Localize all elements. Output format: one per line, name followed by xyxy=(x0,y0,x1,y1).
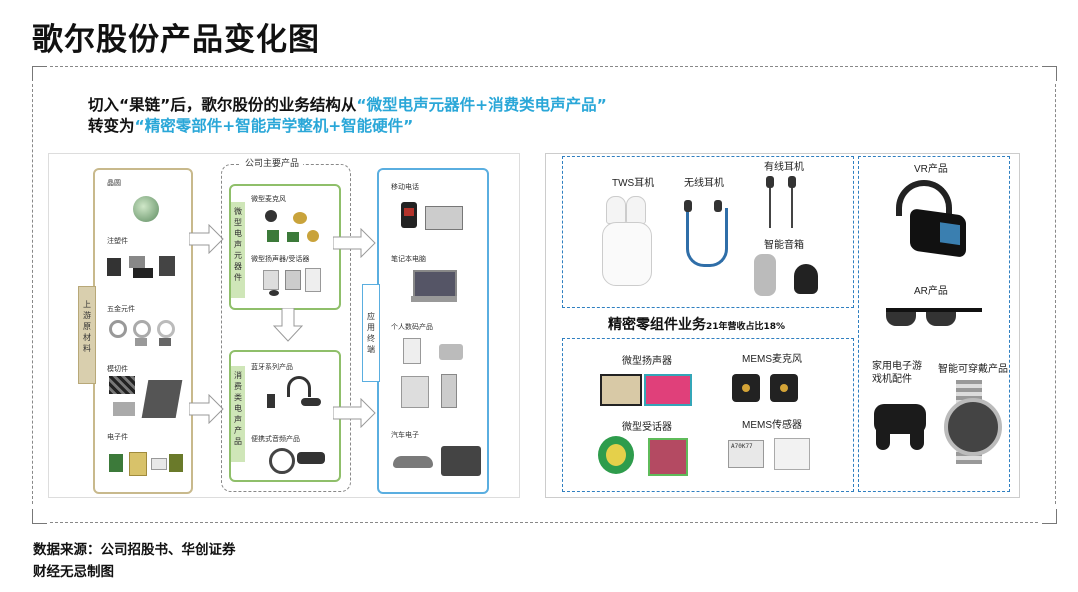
micro-receiver-image xyxy=(598,436,692,476)
components-label-box: 微型电声元器件 xyxy=(231,202,245,298)
side-item-wearables: 智能可穿戴产品 xyxy=(938,364,1008,375)
consumer-item-2: 便携式音频产品 xyxy=(251,435,300,443)
intro-line-1-highlight: “微型电声元器件+消费类电声产品” xyxy=(356,96,607,114)
mems-sensor-chip-text: A70K77 xyxy=(728,440,764,468)
smart-speaker-image xyxy=(752,254,822,298)
bluetooth-products-image xyxy=(263,376,327,412)
product-change-diagram: TWS耳机 无线耳机 有线耳机 智能音箱 精密零组件业务21年营收占比18% 微… xyxy=(545,153,1020,498)
upstream-label: 上游原材料 xyxy=(83,300,91,353)
precision-item-mems-sensor: MEMS传感器 xyxy=(742,420,802,431)
portable-audio-image xyxy=(269,446,333,474)
auto-electronics-image xyxy=(393,446,481,480)
injection-parts-image xyxy=(107,252,177,278)
side-item-game-console: 家用电子游戏机配件 xyxy=(872,361,922,385)
terminal-item-1: 移动电话 xyxy=(391,183,419,191)
microphone-image xyxy=(259,208,329,248)
mems-sensor-image: A70K77 xyxy=(728,438,818,472)
arrow-components-to-consumer xyxy=(273,308,303,342)
laptop-image xyxy=(411,270,457,304)
product-structure-diagram: 上游原材料 晶圆 注塑件 五金元件 模切件 电子件 公司主要产品 xyxy=(48,153,520,498)
smart-hardware-box xyxy=(858,156,1010,492)
data-source: 数据来源：公司招股书、华创证券 xyxy=(33,542,236,558)
vr-headset-image xyxy=(890,180,972,262)
intro-line-2-highlight: “精密零部件+智能声学整机+智能硬件” xyxy=(134,117,414,135)
upstream-item-1: 晶圆 xyxy=(107,179,121,187)
wafer-image xyxy=(133,196,159,222)
arrow-upstream-to-components xyxy=(189,224,224,254)
ar-glasses-image xyxy=(886,304,986,330)
wired-earphones-image xyxy=(758,176,808,228)
side-item-vr: VR产品 xyxy=(914,164,948,175)
precision-item-speaker: 微型扬声器 xyxy=(622,356,672,367)
mobile-phone-image xyxy=(401,202,471,232)
page-title: 歌尔股份产品变化图 xyxy=(32,22,320,58)
consumer-item-1: 蓝牙系列产品 xyxy=(251,363,293,371)
top-item-wired: 有线耳机 xyxy=(764,162,804,173)
upstream-item-5: 电子件 xyxy=(107,433,128,441)
components-item-2: 微型扬声器/受话器 xyxy=(251,255,310,263)
micro-speaker-image xyxy=(600,372,692,406)
intro-line-2-prefix: 转变为 xyxy=(88,117,135,135)
digital-products-image xyxy=(399,338,471,412)
precision-note: 21年营收占比18% xyxy=(706,322,786,332)
terminal-label-box: 应用终端 xyxy=(362,284,380,382)
main-products-title: 公司主要产品 xyxy=(241,156,304,169)
tws-earphones-image xyxy=(602,192,652,288)
upstream-item-4: 模切件 xyxy=(107,365,128,373)
components-item-1: 微型麦克风 xyxy=(251,195,286,203)
precision-title-block: 精密零组件业务21年营收占比18% xyxy=(608,314,785,334)
precision-title: 精密零组件业务 xyxy=(608,317,706,333)
consumer-label: 消费类电声产品 xyxy=(234,371,242,446)
consumer-label-box: 消费类电声产品 xyxy=(231,366,245,462)
top-item-smart-speaker: 智能音箱 xyxy=(764,240,804,251)
metal-parts-image xyxy=(107,318,183,348)
chart-credit: 财经无忌制图 xyxy=(33,564,114,580)
precision-components-box xyxy=(562,338,854,492)
acoustic-products-box xyxy=(562,156,854,308)
terminal-item-4: 汽车电子 xyxy=(391,431,419,439)
speaker-receiver-image xyxy=(263,266,327,298)
intro-line-2: 转变为“精密零部件+智能声学整机+智能硬件” xyxy=(88,114,413,136)
gamepad-image xyxy=(874,400,928,452)
mems-microphone-image xyxy=(730,372,810,406)
terminal-item-3: 个人数码产品 xyxy=(391,323,433,331)
terminal-item-2: 笔记本电脑 xyxy=(391,255,426,263)
arrow-components-to-terminal xyxy=(333,228,376,258)
wireless-earphones-image xyxy=(684,198,728,276)
arrow-upstream-to-consumer xyxy=(189,394,224,424)
components-label: 微型电声元器件 xyxy=(234,207,242,282)
terminal-label: 应用终端 xyxy=(367,312,375,354)
upstream-item-3: 五金元件 xyxy=(107,305,135,313)
top-item-tws: TWS耳机 xyxy=(612,178,655,189)
intro-line-1: 切入“果链”后，歌尔股份的业务结构从“微型电声元器件+消费类电声产品” xyxy=(88,93,607,115)
precision-item-receiver: 微型受话器 xyxy=(622,422,672,433)
electronic-parts-image xyxy=(109,450,185,480)
upstream-item-2: 注塑件 xyxy=(107,237,128,245)
top-item-wireless: 无线耳机 xyxy=(684,178,724,189)
die-cut-parts-image xyxy=(109,376,183,420)
smartwatch-image xyxy=(942,380,1002,466)
precision-item-mems-mic: MEMS麦克风 xyxy=(742,354,802,365)
arrow-consumer-to-terminal xyxy=(333,398,376,428)
intro-line-1-prefix: 切入“果链”后，歌尔股份的业务结构从 xyxy=(88,96,357,114)
side-item-ar: AR产品 xyxy=(914,286,948,297)
upstream-label-box: 上游原材料 xyxy=(78,286,96,384)
